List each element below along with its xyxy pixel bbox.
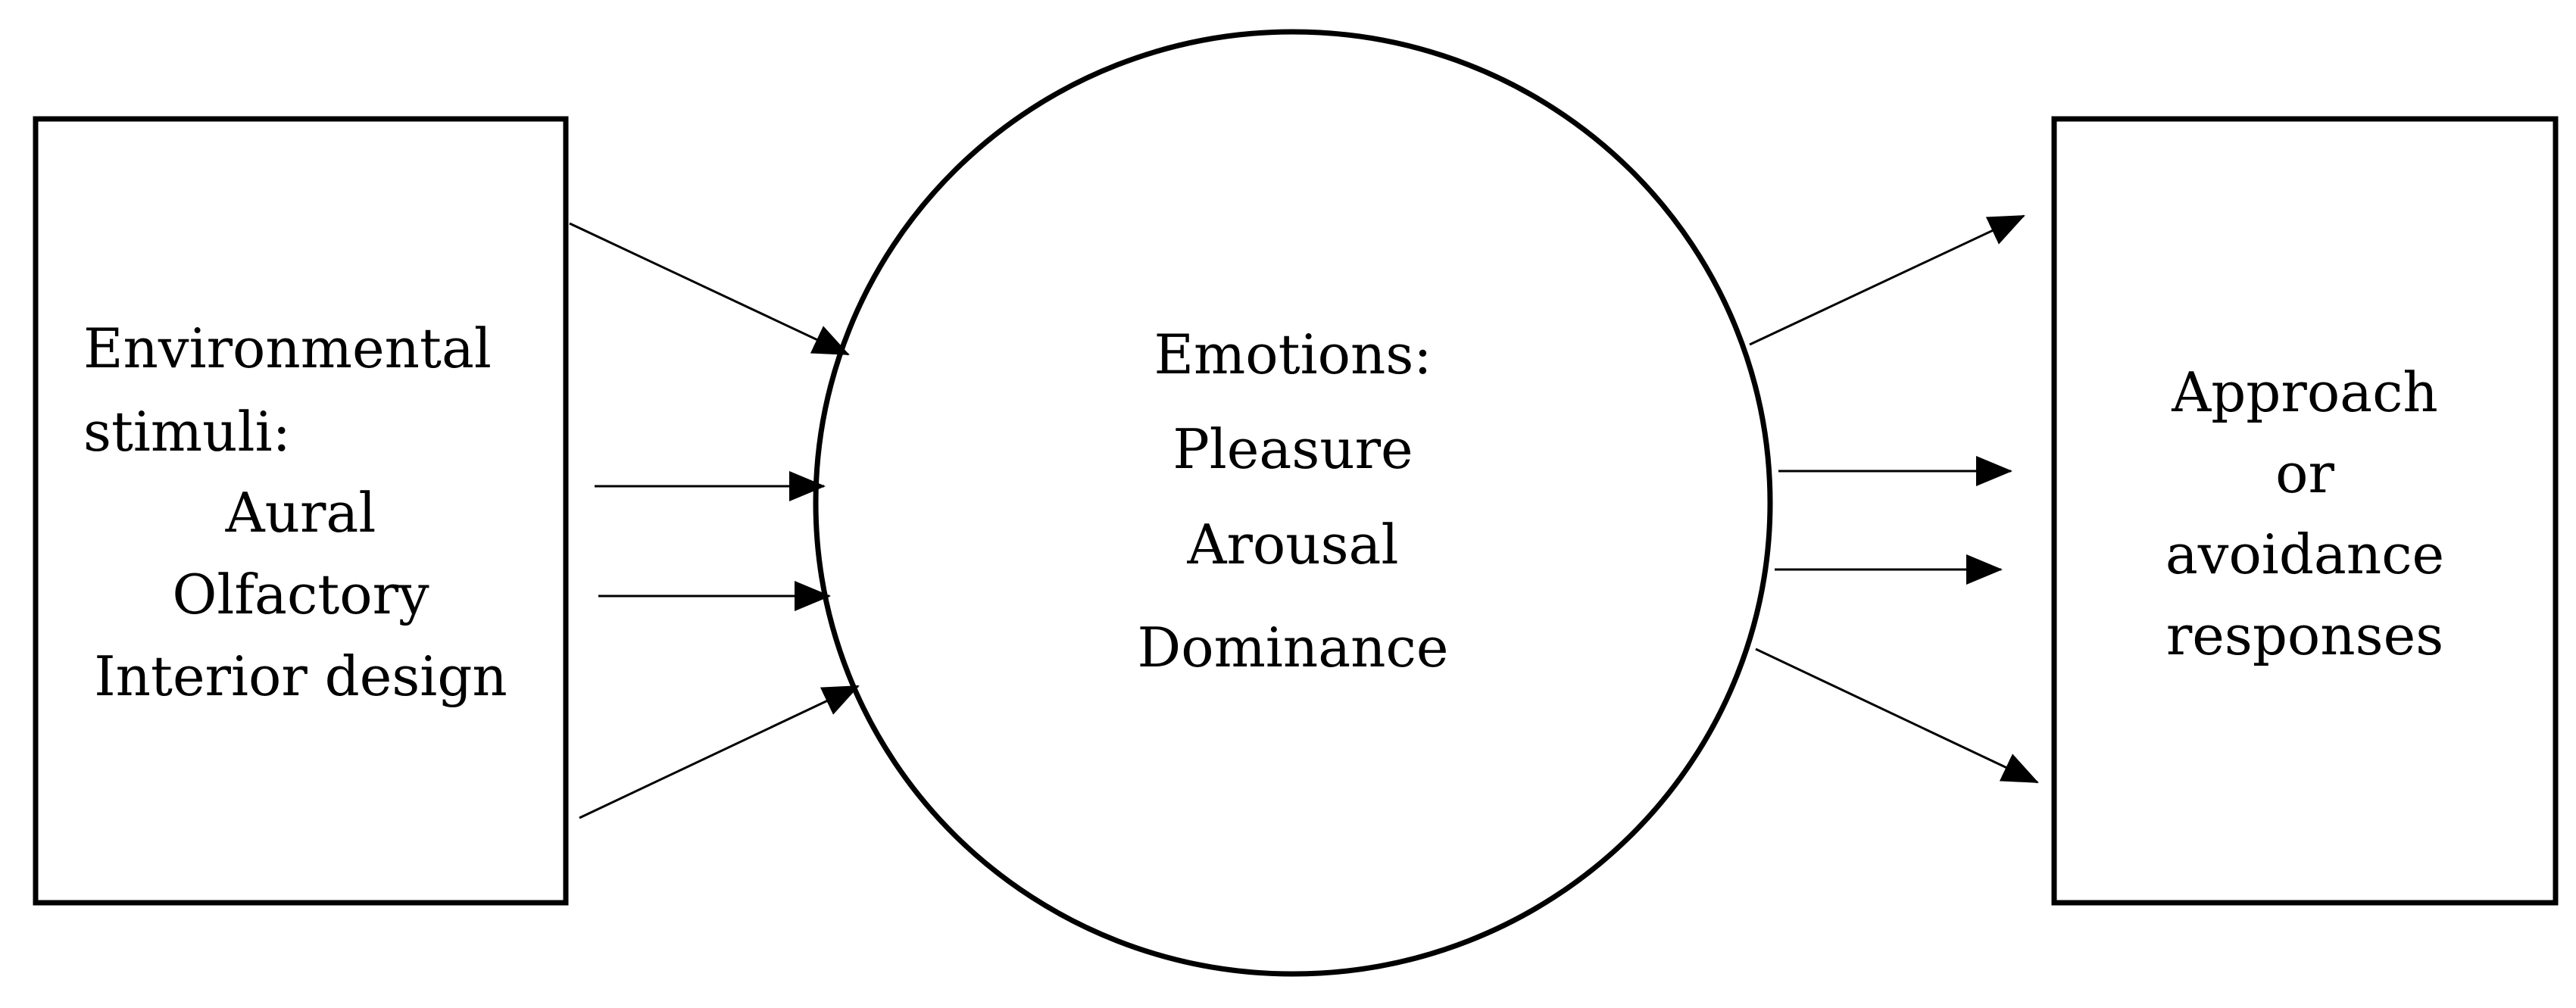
stimuli-box: Environmental stimuli: Aural Olfactory I… xyxy=(33,116,569,906)
output-arrow-1 xyxy=(1749,214,2025,346)
responses-line-responses: responses xyxy=(2166,604,2443,667)
emotions-circle-outline xyxy=(813,29,1773,977)
stimulus-item-aural: Aural xyxy=(225,481,376,545)
emotions-heading: Emotions: xyxy=(1154,323,1432,386)
output-arrows xyxy=(1749,214,2039,784)
stimulus-item-olfactory: Olfactory xyxy=(172,563,429,626)
responses-box: Approach or avoidance responses xyxy=(2051,116,2559,906)
stimulus-item-interior-design: Interior design xyxy=(94,644,507,708)
input-arrow-4 xyxy=(579,685,860,819)
emotions-circle: Emotions: Pleasure Arousal Dominance xyxy=(813,29,1773,977)
emotion-item-pleasure: Pleasure xyxy=(1172,417,1413,481)
input-arrow-1 xyxy=(569,222,850,356)
responses-box-frame xyxy=(2051,116,2559,906)
responses-line-approach: Approach xyxy=(2171,360,2438,424)
stimuli-heading-line-1: Environmental xyxy=(83,317,492,380)
stimuli-heading-line-2: stimuli: xyxy=(83,400,291,463)
responses-line-avoidance: avoidance xyxy=(2165,523,2444,586)
emotion-item-arousal: Arousal xyxy=(1186,513,1398,576)
responses-line-or: or xyxy=(2275,442,2334,505)
emotion-item-dominance: Dominance xyxy=(1138,616,1449,679)
input-arrows xyxy=(569,222,860,819)
output-arrow-4 xyxy=(1755,648,2039,784)
stimuli-box-frame xyxy=(33,116,569,906)
